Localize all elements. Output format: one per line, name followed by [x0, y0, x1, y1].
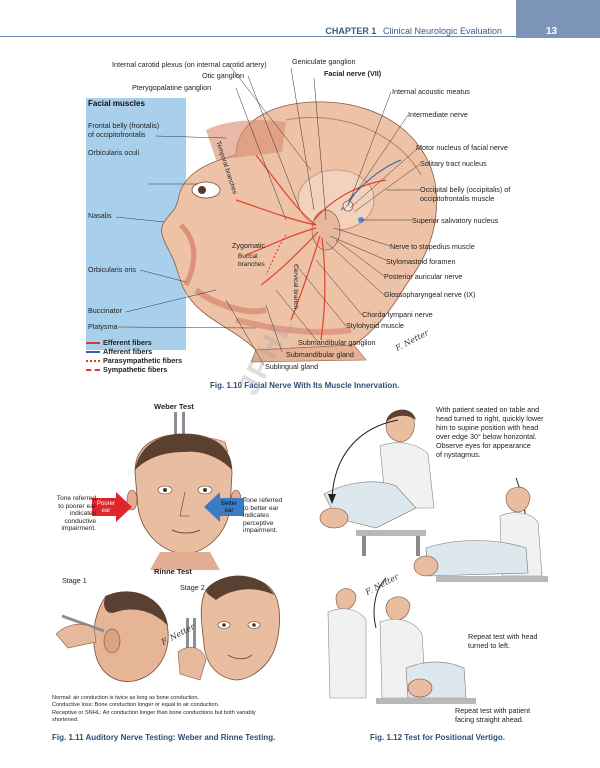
label-platysma: Platysma [88, 322, 118, 331]
stage-2-label: Stage 2 [180, 583, 205, 592]
legend-afferent: Afferent fibers [86, 347, 152, 356]
positional-vertigo-illustration [319, 409, 548, 704]
label-motor-nucleus: Motor nucleus of facial nerve [416, 143, 508, 152]
legend-swatch [86, 360, 100, 363]
label-geniculate-ganglion: Geniculate ganglion [292, 57, 356, 66]
legend-swatch [86, 342, 100, 345]
label-nasalis: Nasalis [88, 211, 112, 220]
header-rule [0, 36, 516, 37]
label-internal-acoustic-meatus: Internal acoustic meatus [392, 87, 470, 96]
fig-1-12-caption: Fig. 1.12 Test for Positional Vertigo. [370, 733, 505, 742]
vertigo-note-bottom: Repeat test with patient facing straight… [455, 706, 531, 724]
rinne-notes: Normal: air conduction is twice as long … [52, 695, 256, 723]
label-zygomatic: Zygomatic [232, 241, 266, 250]
label-facial-nerve: Facial nerve (VII) [324, 69, 382, 78]
chapter-title: Clinical Neurologic Evaluation [382, 26, 502, 36]
label-chorda-tympani: Chorda tympani nerve [362, 310, 433, 319]
label-submandibular-gland: Submandibular gland [286, 350, 354, 359]
rinne-test-title: Rinne Test [154, 567, 192, 576]
weber-test-illustration [126, 412, 242, 570]
label-cervical-branch: Cervical branch [292, 264, 299, 310]
weber-test-title: Weber Test [154, 402, 194, 411]
label-buccinator: Buccinator [88, 306, 122, 315]
label-internal-carotid-plexus: Internal carotid plexus (on internal car… [112, 60, 267, 69]
label-pterygopalatine-ganglion: Pterygopalatine ganglion [132, 83, 212, 92]
label-posterior-auricular-nerve: Posterior auricular nerve [384, 272, 463, 281]
label-stylomastoid-foramen: Stylomastoid foramen [386, 257, 456, 266]
label-otic-ganglion: Otic ganglion [202, 71, 244, 80]
label-orbicularis-oculi: Orbicularis oculi [88, 148, 140, 157]
vertigo-note-mid: Repeat test with head turned to left. [468, 632, 538, 650]
legend-efferent: Efferent fibers [86, 338, 152, 347]
poorer-ear-arrow [92, 492, 132, 522]
label-glossopharyngeal-nerve: Glossopharyngeal nerve (IX) [384, 290, 476, 299]
label-nerve-to-stapedius: Nerve to stapedius muscle [390, 242, 475, 251]
rinne-stage-2-illustration [177, 575, 280, 681]
legend-swatch [86, 369, 100, 372]
label-intermediate-nerve: Intermediate nerve [408, 110, 468, 119]
better-ear-arrow [204, 492, 244, 522]
fig-1-10-caption: Fig. 1.10 Facial Nerve With Its Muscle I… [210, 381, 400, 390]
page-number: 13 [546, 26, 558, 37]
label-frontal-belly: Frontal belly (frontalis)of occipitofron… [88, 121, 160, 139]
facial-nerve-illustration [115, 65, 437, 366]
label-stylohyoid-muscle: Stylohyoid muscle [346, 321, 404, 330]
chapter-header: CHAPTER 1 Clinical Neurologic Evaluation [325, 26, 502, 36]
legend-swatch [86, 351, 100, 354]
legend-sympathetic: Sympathetic fibers [86, 365, 167, 374]
fig-1-11-caption: Fig. 1.11 Auditory Nerve Testing: Weber … [52, 733, 276, 742]
chapter-number: CHAPTER 1 [325, 26, 377, 36]
legend-parasympathetic: Parasympathetic fibers [86, 356, 182, 365]
facial-muscles-title: Facial muscles [88, 99, 145, 108]
rinne-stage-1-illustration [56, 591, 169, 682]
vertigo-note-top: With patient seated on table and head tu… [436, 405, 544, 459]
stage-1-label: Stage 1 [62, 576, 87, 585]
label-submandibular-ganglion: Submandibular ganglion [298, 338, 376, 347]
page-number-tab: 13 [516, 0, 600, 38]
label-orbicularis-oris: Orbicularis oris [88, 265, 136, 274]
label-superior-salivatory-nucleus: Superior salivatory nucleus [412, 216, 499, 225]
label-sublingual-gland: Sublingual gland [265, 362, 319, 371]
label-solitary-tract-nucleus: Solitary tract nucleus [420, 159, 487, 168]
